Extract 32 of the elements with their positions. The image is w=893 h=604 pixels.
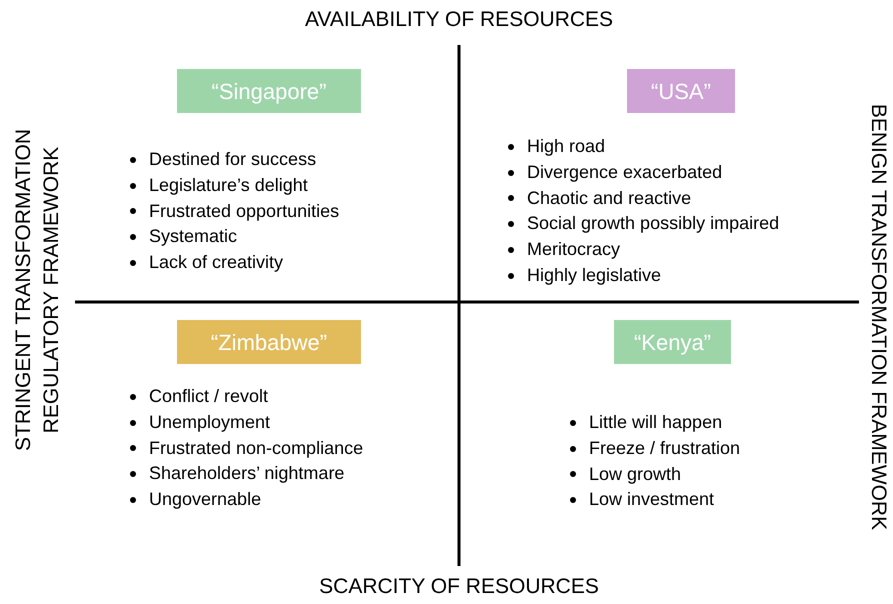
bullet-item: Little will happen xyxy=(589,411,722,434)
scenario-box xyxy=(177,69,361,113)
bullet-item: Frustrated opportunities xyxy=(149,200,340,223)
bullet-item: Ungovernable xyxy=(149,488,262,512)
bullet-item: Divergence exacerbated xyxy=(527,160,722,184)
bullet-item: Social growth possibly impaired xyxy=(527,212,780,236)
scenario-box xyxy=(627,69,735,113)
scenario-title: “Singapore” xyxy=(212,78,326,106)
scenario-title: “USA” xyxy=(651,78,711,106)
bullet-item: Legislature’s delight xyxy=(149,174,308,197)
bullet-item: Low investment xyxy=(589,488,714,512)
scenario-box xyxy=(177,320,361,364)
scenario-title: “Kenya” xyxy=(634,328,712,357)
bullet-item: Highly legislative xyxy=(527,264,662,287)
bullet-item: Low growth xyxy=(589,462,682,486)
bullet-item: Freeze / frustration xyxy=(589,436,740,460)
bullet-item: Shareholders’ nightmare xyxy=(149,462,344,486)
axis-label: BENIGN TRANSFORMATION FRAMEWORK xyxy=(866,102,891,532)
bullet-item: Frustrated non-compliance xyxy=(149,436,364,460)
bullet-item: Destined for success xyxy=(149,148,316,171)
bullet-item: Conflict / revolt xyxy=(149,385,268,408)
bullet-item: High road xyxy=(527,135,606,158)
axis-label: STRINGENT TRANSFORMATION REGULATORY FRAMEWORK xyxy=(11,128,64,454)
scenario-box xyxy=(614,320,731,364)
bullet-item: Lack of creativity xyxy=(149,251,284,274)
bullet-item: Chaotic and reactive xyxy=(527,186,692,210)
bullet-item: Meritocracy xyxy=(527,238,620,262)
axis-label: AVAILABILITY OF RESOURCES xyxy=(304,7,614,33)
axis-label: SCARCITY OF RESOURCES xyxy=(318,574,600,600)
bullet-item: Unemployment xyxy=(149,410,270,434)
scenario-title: “Zimbabwe” xyxy=(210,328,328,356)
bullet-item: Systematic xyxy=(149,225,238,248)
